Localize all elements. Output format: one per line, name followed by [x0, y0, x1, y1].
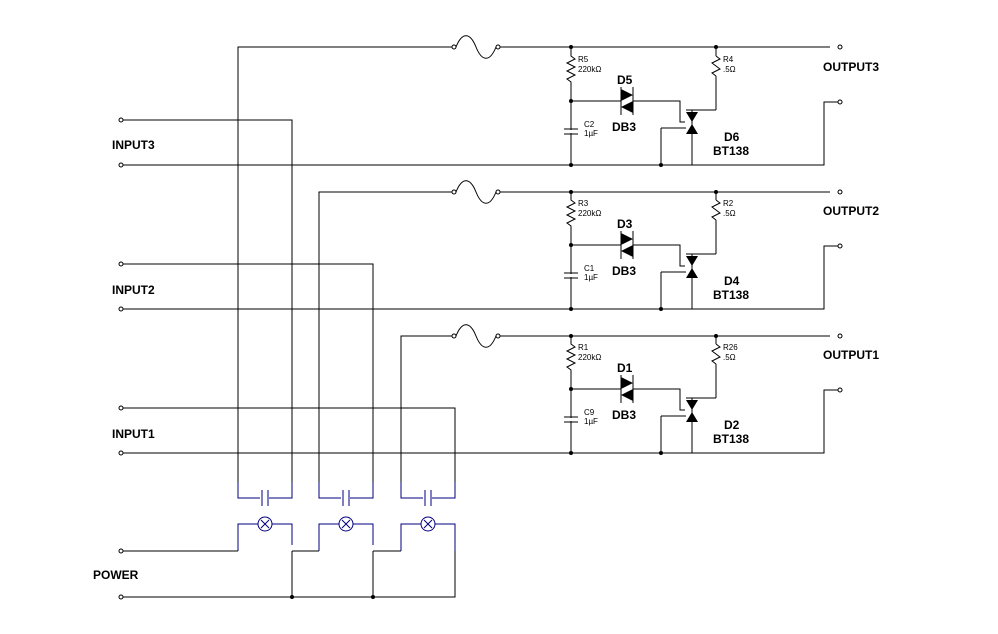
- r3-value: 220kΩ: [578, 209, 601, 218]
- c1-ref: C1: [584, 264, 595, 273]
- r2-value: .5Ω: [723, 209, 736, 218]
- r1-value: 220kΩ: [578, 353, 601, 362]
- input1-label: INPUT1: [112, 427, 155, 441]
- d4-type: BT138: [713, 288, 749, 302]
- resistor-r5: [565, 47, 577, 165]
- r26-value: .5Ω: [723, 353, 736, 362]
- channel-3: [564, 47, 721, 165]
- r5-value: 220kΩ: [578, 65, 601, 74]
- relay-3: [400, 482, 456, 551]
- resistor-r1: [565, 336, 577, 453]
- input2-label: INPUT2: [112, 283, 155, 297]
- channel-2: [564, 192, 721, 309]
- capacitor-c1: [564, 272, 578, 279]
- d5-ref: D5: [617, 73, 633, 87]
- d2-ref: D2: [724, 418, 740, 432]
- resistor-r3: [565, 192, 577, 309]
- input3-label: INPUT3: [112, 138, 155, 152]
- diac-d5: [620, 87, 685, 123]
- channel-1: [564, 336, 721, 453]
- terminals: [118, 44, 843, 600]
- output2-label: OUTPUT2: [823, 204, 879, 218]
- d2-type: BT138: [713, 432, 749, 446]
- capacitor-c2: [564, 128, 578, 135]
- c2-value: 1µF: [584, 129, 598, 138]
- c1-value: 1µF: [584, 273, 598, 282]
- junctions: [290, 45, 718, 599]
- r4-value: .5Ω: [723, 65, 736, 74]
- r3-ref: R3: [578, 199, 589, 208]
- r4-ref: R4: [723, 55, 734, 64]
- capacitor-c9: [564, 416, 578, 423]
- r2-ref: R2: [723, 199, 734, 208]
- c2-ref: C2: [584, 120, 595, 129]
- fuse-1: [445, 324, 501, 348]
- triac-d2: [660, 336, 721, 453]
- output1-label: OUTPUT1: [823, 348, 879, 362]
- d1-ref: D1: [617, 361, 633, 375]
- fuse-2: [445, 180, 501, 204]
- output3-label: OUTPUT3: [823, 60, 879, 74]
- c9-ref: C9: [584, 408, 595, 417]
- d3-type: DB3: [612, 264, 636, 278]
- d1-type: DB3: [612, 408, 636, 422]
- power-label: POWER: [93, 568, 139, 582]
- triac-d6: [660, 47, 721, 165]
- diac-d1: [620, 375, 685, 411]
- c9-value: 1µF: [584, 417, 598, 426]
- relay-2: [318, 482, 374, 551]
- relay-1: [237, 482, 293, 551]
- d5-type: DB3: [612, 120, 636, 134]
- d6-ref: D6: [724, 130, 740, 144]
- r1-ref: R1: [578, 343, 589, 352]
- diac-d3: [620, 231, 685, 267]
- fuse-3: [445, 35, 501, 59]
- d4-ref: D4: [724, 274, 740, 288]
- d6-type: BT138: [713, 144, 749, 158]
- d3-ref: D3: [617, 217, 633, 231]
- r5-ref: R5: [578, 55, 589, 64]
- wiring: [123, 46, 838, 598]
- r26-ref: R26: [723, 343, 738, 352]
- triac-d4: [660, 192, 721, 309]
